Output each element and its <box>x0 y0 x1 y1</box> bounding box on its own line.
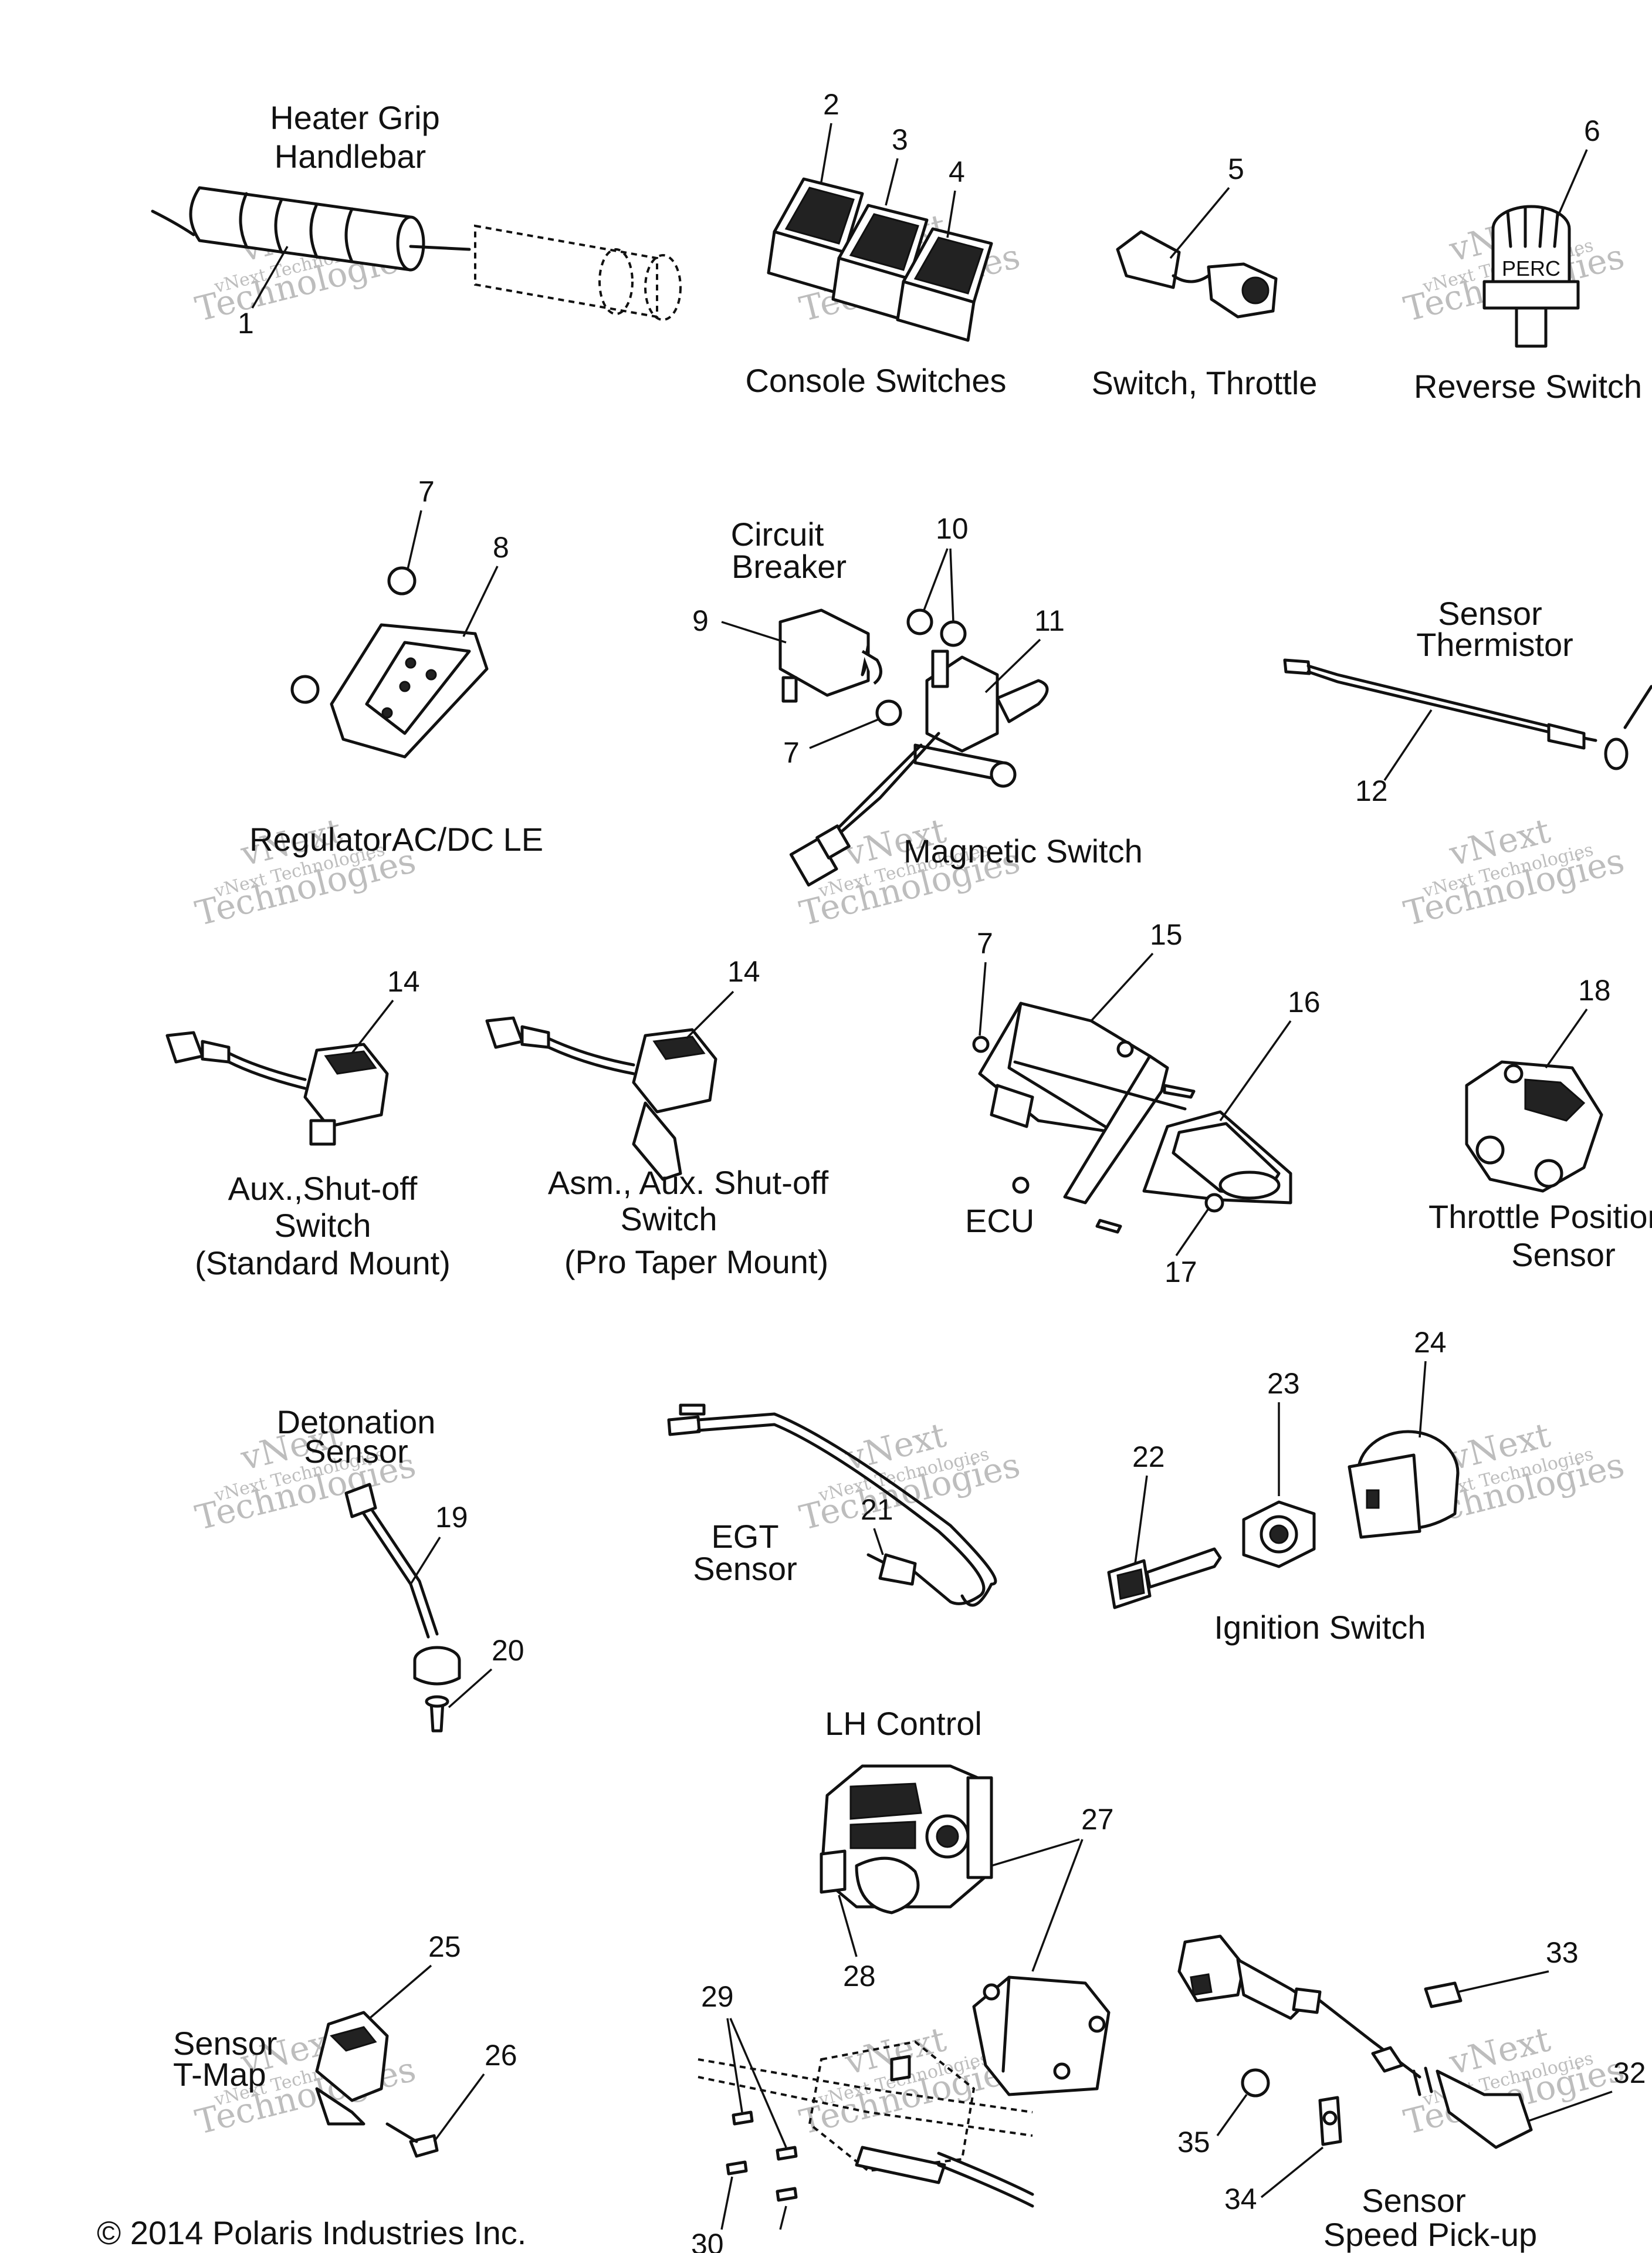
caption-aux-std-3: (Standard Mount) <box>195 1244 451 1281</box>
magnetic-switch-part <box>789 608 1049 887</box>
caption-aux-pro-2: Switch <box>621 1200 717 1237</box>
callout-1: 1 <box>238 307 254 340</box>
copyright: © 2014 Polaris Industries Inc. <box>97 2214 526 2251</box>
callout-18: 18 <box>1578 974 1611 1007</box>
egt-sensor-part <box>667 1403 997 1607</box>
callout-26: 26 <box>485 2039 517 2072</box>
callout-29: 29 <box>701 1980 734 2013</box>
callout-8: 8 <box>493 531 509 564</box>
watermark: Technologies vNext vNext Technologies <box>191 810 419 933</box>
callout-2: 2 <box>823 88 839 121</box>
caption-detonation-2: Sensor <box>304 1433 408 1470</box>
heater-grip-part <box>151 186 682 321</box>
callout-7-c: 7 <box>977 927 993 960</box>
caption-egt-1: EGT <box>711 1518 778 1555</box>
callout-22: 22 <box>1132 1440 1165 1473</box>
callout-30: 30 <box>691 2228 724 2253</box>
caption-speed-pickup-1: Sensor <box>1362 2182 1465 2219</box>
caption-lh-control: LH Control <box>825 1705 982 1742</box>
callout-33: 33 <box>1546 1936 1579 1969</box>
regulator-part <box>290 566 489 759</box>
callout-34: 34 <box>1224 2183 1257 2215</box>
tmap-sensor-part <box>315 2011 439 2158</box>
callout-9: 9 <box>692 604 709 637</box>
caption-tmap-2: T-Map <box>173 2056 266 2093</box>
callout-20: 20 <box>492 1634 524 1667</box>
callout-28: 28 <box>843 1960 876 1992</box>
caption-tps-2: Sensor <box>1511 1236 1615 1273</box>
callout-7-b: 7 <box>783 736 800 769</box>
callout-23: 23 <box>1267 1367 1300 1400</box>
callout-12: 12 <box>1355 774 1388 807</box>
thermistor-part <box>1283 658 1652 770</box>
caption-tps-1: Throttle Position <box>1428 1198 1652 1235</box>
caption-sensor-thermistor-2: Thermistor <box>1416 626 1573 663</box>
perc-label: PERC <box>1502 256 1560 280</box>
callout-19: 19 <box>435 1501 468 1534</box>
reverse-switch-part: PERC <box>1482 205 1580 348</box>
bracket-part <box>1142 1084 1292 1213</box>
callout-6: 6 <box>1584 114 1600 147</box>
callout-35: 35 <box>1177 2126 1210 2159</box>
callout-10: 10 <box>936 512 969 545</box>
callout-11: 11 <box>1034 604 1065 637</box>
caption-aux-pro-1: Asm., Aux. Shut-off <box>548 1164 829 1201</box>
callout-21: 21 <box>861 1493 893 1526</box>
caption-ecu: ECU <box>965 1202 1034 1239</box>
watermark: Technologies vNext vNext Technologies <box>795 1415 1024 1538</box>
circuit-breaker-part <box>778 608 882 703</box>
callout-15: 15 <box>1150 918 1183 951</box>
caption-breaker: Breaker <box>732 548 847 585</box>
callout-14-b: 14 <box>727 955 760 988</box>
callout-7: 7 <box>418 475 435 508</box>
callout-25: 25 <box>428 1930 461 1963</box>
caption-switch-throttle: Switch, Throttle <box>1092 364 1318 401</box>
caption-handlebar: Handlebar <box>275 138 426 175</box>
callout-14: 14 <box>387 965 420 998</box>
console-switches-part <box>767 177 993 342</box>
callout-16: 16 <box>1288 986 1321 1019</box>
callout-24: 24 <box>1414 1326 1447 1359</box>
caption-circuit: Circuit <box>731 516 824 553</box>
ignition-switch-part <box>1107 1430 1460 1609</box>
caption-regulator: RegulatorAC/DC LE <box>249 821 543 858</box>
caption-speed-pickup-2: Speed Pick-up <box>1323 2216 1537 2253</box>
callout-5: 5 <box>1228 153 1244 185</box>
callout-3: 3 <box>892 123 908 156</box>
caption-sensor-thermistor-1: Sensor <box>1438 595 1542 632</box>
caption-aux-std-2: Switch <box>275 1207 371 1244</box>
aux-shutoff-standard-part <box>165 1031 389 1146</box>
lh-control-exploded-part <box>698 1975 1111 2208</box>
speed-pickup-part <box>1177 1934 1533 2149</box>
callout-27: 27 <box>1081 1803 1114 1836</box>
caption-ignition: Ignition Switch <box>1214 1609 1426 1646</box>
caption-console-switches: Console Switches <box>745 362 1006 399</box>
caption-aux-std-1: Aux.,Shut-off <box>228 1170 418 1207</box>
aux-shutoff-pro-part <box>485 1016 717 1181</box>
caption-egt-2: Sensor <box>693 1550 797 1587</box>
callout-17: 17 <box>1164 1256 1197 1288</box>
watermark: Technologies vNext vNext Technologies <box>1400 810 1628 933</box>
caption-heater-grip: Heater Grip <box>270 99 439 136</box>
screws-29 <box>726 2110 798 2202</box>
callout-32: 32 <box>1613 2056 1646 2089</box>
ecu-part <box>972 1002 1187 1234</box>
caption-reverse-switch: Reverse Switch <box>1414 368 1642 405</box>
caption-detonation-1: Detonation <box>277 1403 436 1440</box>
caption-magnetic-switch: Magnetic Switch <box>903 833 1143 870</box>
caption-tmap-1: Sensor <box>173 2025 277 2062</box>
caption-aux-pro-3: (Pro Taper Mount) <box>564 1243 828 1280</box>
throttle-switch-part <box>1116 230 1278 319</box>
tps-part <box>1465 1060 1603 1193</box>
callout-4: 4 <box>949 155 965 188</box>
lh-control-part <box>820 1764 993 1914</box>
